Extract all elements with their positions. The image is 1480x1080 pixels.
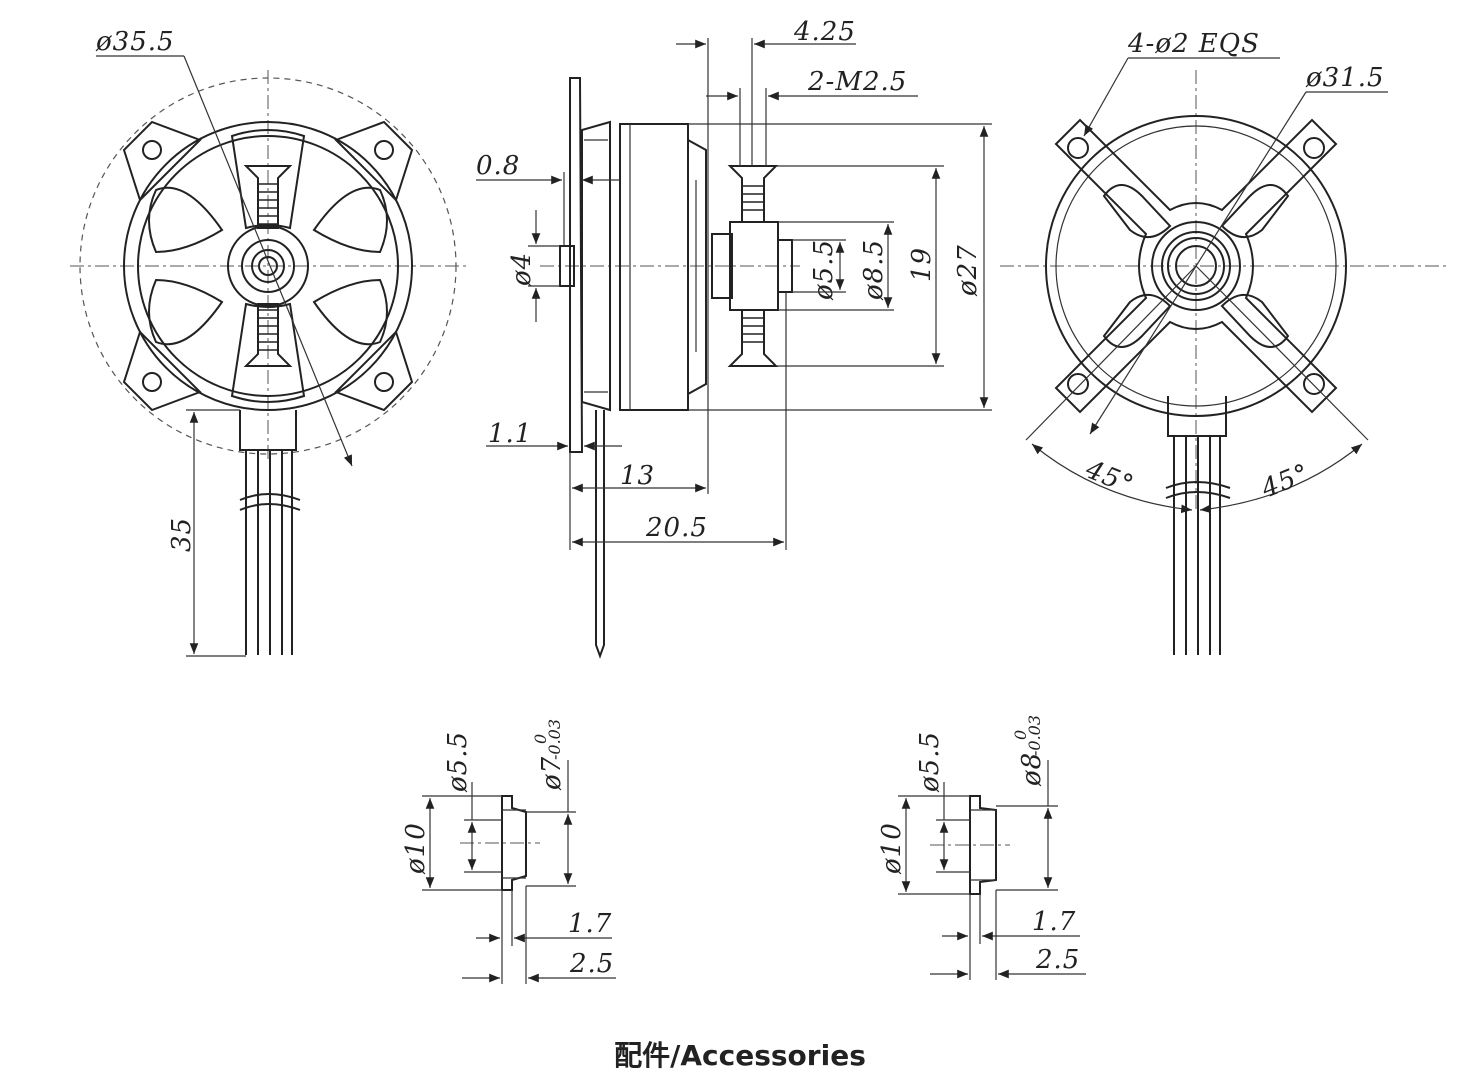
side-dim-27: ø27	[953, 244, 983, 297]
side-dim-13: 13	[620, 461, 655, 491]
side-dim-0-8: 0.8	[476, 151, 520, 181]
side-dim-19: 19	[907, 247, 937, 282]
accessory-2: ø10 ø5.5 ø8 0 -0.03 1.7 2.5	[877, 715, 1086, 980]
acc1-width-large: 2.5	[569, 949, 614, 979]
acc2-width-small: 1.7	[1032, 907, 1076, 937]
acc1-shaft-base: ø7	[537, 756, 567, 791]
side-dim-hub-large: ø8.5	[859, 239, 889, 301]
accessories-caption: 配件/Accessories	[614, 1039, 866, 1072]
side-dim-shaft: ø4	[507, 252, 537, 287]
rear-view: 45° 45° 4-ø2 EQS ø31.5	[1000, 29, 1450, 655]
acc1-tol-upper: 0	[531, 734, 550, 744]
rear-holes: 4-ø2 EQS	[1127, 29, 1260, 59]
accessory-1: ø10 ø5.5 ø7 0 -0.03 1.7 2.5	[401, 719, 616, 984]
side-dim-20-5: 20.5	[645, 513, 708, 543]
acc1-tol-lower: -0.03	[545, 719, 564, 760]
acc2-tol-upper: 0	[1011, 730, 1030, 740]
side-dim-1-1: 1.1	[488, 419, 532, 449]
rear-angle-left: 45°	[1080, 454, 1138, 501]
acc2-bore: ø5.5	[915, 731, 945, 793]
side-dim-hub-small: ø5.5	[809, 239, 839, 301]
front-cable-length: 35	[167, 517, 197, 552]
acc1-outer: ø10	[401, 822, 431, 875]
side-dim-4-25: 4.25	[793, 17, 856, 47]
acc1-width-small: 1.7	[568, 909, 612, 939]
front-view: ø35.5 35	[70, 27, 470, 657]
acc1-bore: ø5.5	[443, 731, 473, 793]
side-view: 4.25 2-M2.5 0.8 ø4 ø5.5 ø8.5 19	[476, 17, 992, 659]
front-outer-diameter: ø35.5	[95, 27, 175, 57]
acc2-outer: ø10	[877, 822, 907, 875]
acc2-width-large: 2.5	[1035, 945, 1080, 975]
acc2-shaft-base: ø8	[1017, 752, 1047, 787]
rear-bolt-circle: ø31.5	[1305, 63, 1385, 93]
rear-angle-right: 45°	[1256, 458, 1314, 505]
acc2-tol-lower: -0.03	[1025, 715, 1044, 756]
side-dim-thread: 2-M2.5	[807, 67, 907, 97]
